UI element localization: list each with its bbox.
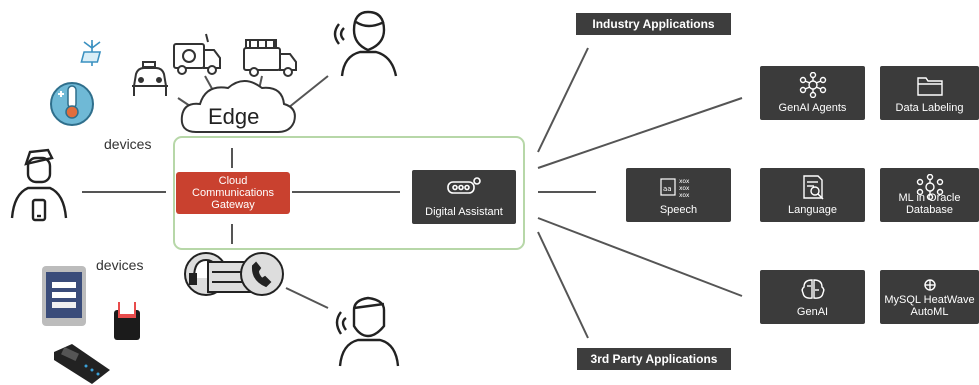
gateway-line1: Cloud [218,175,248,187]
agent-bottom-icon [335,296,400,367]
card-reader-icon [114,302,140,340]
data-labeling-box[interactable]: Data Labeling [880,66,979,120]
agent-left-icon [10,148,68,222]
gateway-line2: Communications [192,187,274,199]
data-labeling-label: Data Labeling [895,102,964,114]
thermometer-icon [50,82,94,126]
firetruck-icon [243,39,297,77]
svg-text:xox: xox [679,178,690,185]
language-box[interactable]: Language [760,168,865,222]
mysql-label-2: AutoML [910,306,949,318]
connector-agent-top [287,75,329,109]
svg-text:aa: aa [663,185,672,193]
genai-label: GenAI [796,306,829,318]
network-hub-icon [760,72,865,98]
document-analysis-icon [760,174,865,200]
edge-label: Edge [208,104,260,129]
folder-icon [880,72,979,98]
ambulance-icon [173,33,221,75]
genai-agents-box[interactable]: GenAI Agents [760,66,865,120]
connector-genai-agents [537,97,743,169]
agent-top-icon [333,10,398,77]
telephony-icon [184,252,284,296]
devices-top-label: devices [104,136,152,152]
ml-in-oracle-database-box[interactable]: ML in Oracle Database [880,168,979,222]
svg-text:xox: xox [679,192,690,199]
brain-circuit-icon [760,276,865,302]
digital-assistant-label: Digital Assistant [425,206,503,218]
speech-label: Speech [659,204,698,216]
ml-network-icon [880,174,979,200]
language-label: Language [788,204,837,216]
car-icon [132,61,168,96]
third-party-applications-header: 3rd Party Applications [577,348,731,370]
connector-third-party [537,231,589,339]
svg-text:xox: xox [679,185,690,192]
gateway-frame [173,136,525,250]
cloud-communications-gateway[interactable]: Cloud Communications Gateway [176,172,290,214]
industry-applications-header: Industry Applications [576,13,731,35]
connector-agent-bottom [285,287,329,309]
ml-oracle-label-1: ML in Oracle [898,192,961,204]
gateway-line3: Gateway [211,199,255,211]
tablet-device-icon [42,266,86,326]
connector-industry [537,47,589,153]
renewable-energy-icon [80,40,102,66]
connector-genai [537,217,743,297]
payment-terminal-icon [54,344,110,384]
ml-oracle-label-2: Database [905,204,954,216]
mysql-heatwave-automl-box[interactable]: MySQL HeatWave AutoML [880,270,979,324]
genai-agents-label: GenAI Agents [778,102,847,114]
heatwave-icon [880,276,979,302]
genai-box[interactable]: GenAI [760,270,865,324]
edge-cloud-icon [180,80,296,133]
mysql-label-1: MySQL HeatWave [884,294,975,306]
digital-assistant-box[interactable]: Digital Assistant [412,170,516,224]
chatbot-icon [412,176,516,202]
devices-bottom-label: devices [96,257,144,273]
